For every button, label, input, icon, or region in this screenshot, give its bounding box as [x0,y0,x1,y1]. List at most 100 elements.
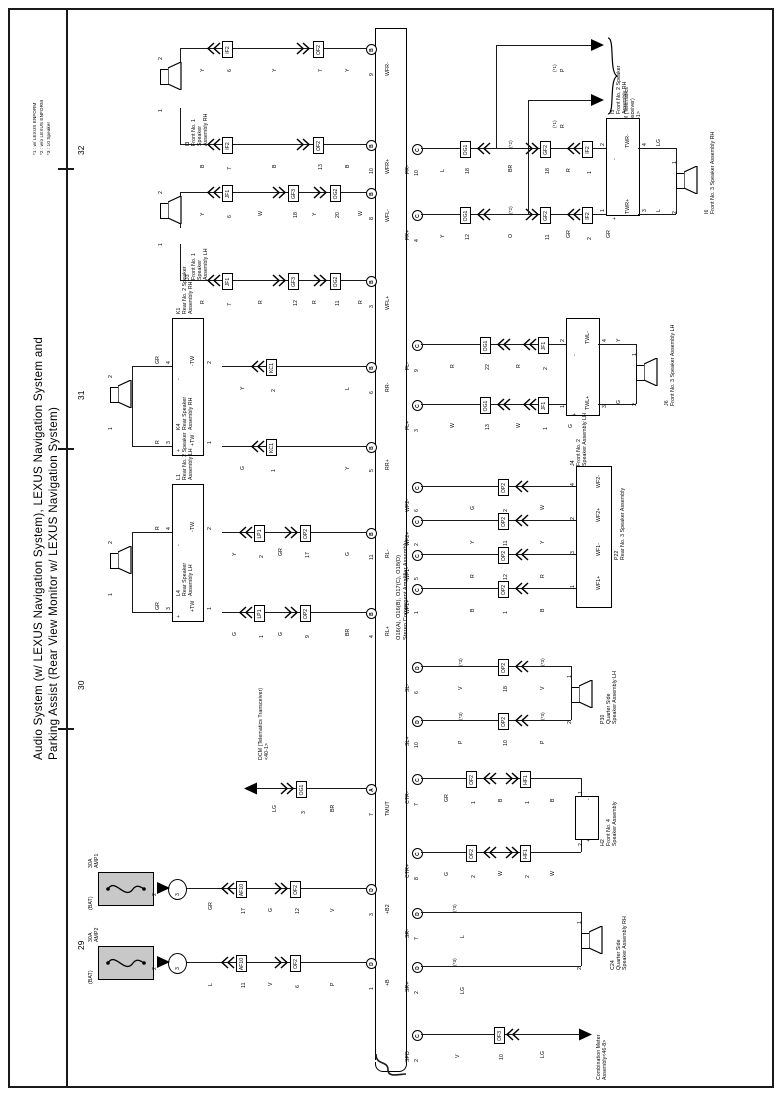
connector-OF2: OF2 [290,955,301,972]
connector-OF2: OF2 [466,845,477,862]
component-name-K1: Assembly RH [188,281,194,314]
terminal-label-fr-minus: FR- [405,165,411,174]
wire-color: B [498,798,504,802]
connector-pin: 11 [241,982,247,988]
box-pin: 2 [207,361,213,364]
note-2: *2 : w/o LEXUS ENFORM [39,100,44,155]
component-name-P30: Speaker Assembly LH [612,671,618,724]
connector-OF2: OF2 [313,41,324,58]
connector-IF2: IF2 [222,41,233,58]
speaker-pin: 1 [108,593,114,596]
speaker-pin: 2 [577,967,583,970]
page-border-bottom [8,1086,774,1088]
box-pin: 2 [560,339,566,342]
box-pin: 4 [166,527,172,530]
terminal-label-spd: SPD [405,1051,411,1062]
connector-pin: 18 [503,686,509,692]
terminal-label-plus-b2: +B2 [385,904,391,914]
connector-pin: 22 [485,364,491,370]
wire-color: G [616,399,622,404]
pin-number: 7 [414,937,420,940]
page-border-left [8,8,10,1088]
terminal-ctr-plus: C [412,848,423,859]
terminal-label-rr-minus: RR- [385,382,391,392]
terminal-label-ctr-plus: CTR+ [405,863,411,878]
connector-pin: 2 [543,367,549,370]
fuse-amp1 [98,872,154,906]
connector-pin: 17 [241,908,247,914]
note-marker: (*3) [540,658,545,666]
component-P22-box [576,466,612,608]
pin-number: 8 [369,217,375,220]
wire [132,532,133,612]
wire-color: GR [155,602,161,610]
connector-HF1: HF1 [520,771,531,788]
junction-label: 3 [175,893,181,896]
arrow-left-icon [522,338,537,351]
component-name-J4: Speaker Assembly LH [582,413,588,466]
arrow-left-icon [482,772,497,785]
box-pin: 2 [578,843,584,846]
wire-color: V [458,686,464,690]
terminal-sl-plus: D [412,716,423,727]
wire-color: G [568,423,574,428]
wire-color: R [258,300,264,304]
box-pin: 2 [570,517,576,520]
connector-pin: 2 [271,389,277,392]
wire [421,666,571,667]
pin-number: 3 [369,305,375,308]
connector-AF10: AF10 [236,881,247,898]
connector-AF10: AF10 [236,955,247,972]
box-terminal-minus-tw: -TW [190,521,196,532]
wire-color: Y [272,68,278,72]
terminal-label-wf1-minus: WF1- [405,566,411,580]
connector-OF3: OF3 [494,1027,505,1044]
arrow-left-icon [220,882,235,895]
wire [421,852,581,853]
terminal-fl-plus: C [412,400,423,411]
connector-pin: 18 [293,212,299,218]
connector-pin: 11 [545,234,551,240]
wire [176,888,366,889]
box-terminal-twl-plus: TWL+ [585,395,591,410]
box-polarity: + [612,216,618,220]
wire-color: P [330,982,336,986]
note-marker: (*2) [508,140,513,148]
arrow-right-icon [284,606,299,619]
connector-pin: 10 [503,740,509,746]
component-name-L1: Assembly LH [188,448,194,480]
arrow-right-icon [525,208,540,221]
arrow-right-icon [525,142,540,155]
amp-break-symbol [375,1053,407,1076]
wire-color: Y [345,466,351,470]
terminal-fr-minus: C [412,144,423,155]
wire-color: G [444,871,450,876]
column-tick [58,168,74,170]
connector-GF2: GF2 [540,207,551,224]
connector-GF3: GF3 [288,185,299,202]
arrow-left-icon [514,548,529,561]
arrow-left-icon [566,142,581,155]
component-name-L4: Assembly LH [188,564,194,596]
box-pin: 1 [560,405,566,408]
wire-color: R [540,574,546,578]
terminal-plus-b2: D [366,884,377,895]
connector-pin: 6 [295,985,301,988]
wire-color: GR [155,356,161,364]
connector-pin: 13 [485,424,491,430]
wire-color: BR [508,164,514,172]
column-tick [58,448,74,450]
arrow-right-icon [296,42,311,55]
box-pin: 3 [570,551,576,554]
connector-LP1: LP1 [254,605,265,622]
terminal-label-rl-plus: RL+ [385,626,391,636]
pin-number: 10 [369,168,375,174]
terminal-wf2-minus: C [412,482,423,493]
pin-number: 6 [369,391,375,394]
box-pin: 1 [578,791,584,794]
terminal-label-rl-minus: RL- [385,549,391,558]
wire [180,244,181,280]
terminal-label-wfl-plus: WFL+ [385,295,391,310]
connector-OP2: OP2 [498,513,509,530]
